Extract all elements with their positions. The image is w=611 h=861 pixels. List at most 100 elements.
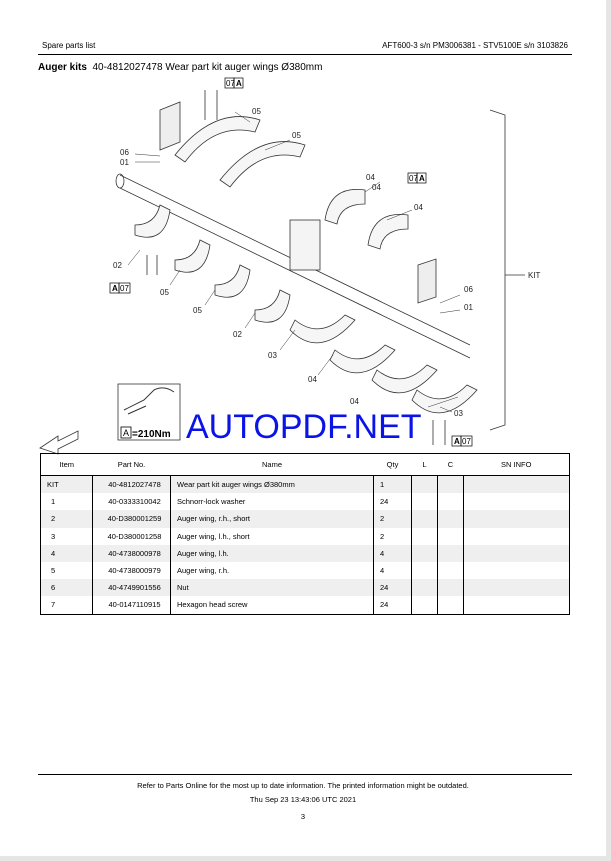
row-item: 3 [51, 531, 56, 541]
page-number: 3 [300, 812, 306, 821]
diagram-callouts: 05 05 06 01 04 04 04 02 05 05 02 03 04 0… [113, 107, 541, 418]
row-name: Hexagon head screw [170, 596, 374, 614]
row-name: Wear part kit auger wings Ø380mm [170, 475, 374, 494]
kit-bracket [489, 109, 506, 431]
row-qty: 1 [373, 475, 412, 494]
gearbox-housing [289, 219, 321, 271]
col-part-no: Part No. [92, 453, 171, 476]
table-header-row: Item Part No. Name Qty L C SN INFO [40, 453, 570, 476]
callout-02: 02 [233, 330, 242, 339]
wing-05-left-2 [214, 264, 251, 298]
row-sn-info [463, 475, 570, 494]
row-c [437, 475, 464, 494]
row-l [411, 544, 438, 562]
callout-04: 04 [414, 203, 423, 212]
kit-description: 40-4812027478 Wear part kit auger wings … [92, 62, 323, 73]
wing-02-left-2 [254, 289, 291, 323]
callout-01: 01 [120, 158, 129, 167]
row-l [411, 596, 438, 614]
row-l [411, 561, 438, 580]
wing-03 [289, 314, 356, 344]
wing-04-2 [371, 364, 438, 394]
row-qty: 2 [373, 510, 412, 528]
callout-04: 04 [372, 183, 381, 192]
row-part-no: 40-D380001259 [92, 510, 171, 528]
callout-01: 01 [464, 303, 473, 312]
row-sn-info [463, 544, 570, 562]
callout-06: 06 [120, 148, 129, 157]
row-name: Auger wing, l.h., short [170, 527, 374, 545]
row-item: 4 [40, 544, 93, 562]
row-c [437, 544, 464, 562]
wrench-icon [123, 387, 175, 415]
col-l: L [411, 453, 438, 476]
row-sn-info [463, 596, 570, 614]
ref-letter: A [454, 437, 460, 446]
row-name: Auger wing, r.h. [170, 561, 374, 580]
row-part-no: 40-0333310042 [92, 493, 171, 511]
ref-number: 07 [462, 437, 471, 446]
row-item: KIT [40, 475, 93, 494]
ref-letter: A [112, 284, 118, 293]
row-c [437, 596, 464, 614]
wing-02-left [134, 204, 171, 238]
header-machine-info: AFT600-3 s/n PM3006381 - STV5100E s/n 31… [382, 41, 568, 50]
row-item: 6 [40, 579, 93, 597]
footer-timestamp: Thu Sep 23 13:43:06 UTC 2021 [249, 795, 357, 804]
row-qty: 24 [373, 579, 412, 597]
row-part-no: 40-0147110915 [92, 596, 171, 614]
callout-05: 05 [193, 306, 202, 315]
callout-04: 04 [366, 173, 375, 182]
wing-04-top [324, 188, 366, 225]
row-name: Auger wing, r.h., short [170, 510, 374, 528]
row-part-no: 40-4738000979 [92, 561, 171, 580]
exploded-parts-diagram: 05 05 06 01 04 04 04 02 05 05 02 03 04 0… [39, 77, 541, 455]
callout-04: 04 [350, 397, 359, 406]
col-sn-info: SN INFO [463, 453, 570, 476]
row-part-no: 40-4738000978 [92, 544, 171, 562]
row-qty: 4 [373, 544, 412, 562]
wing-05-top-2 [219, 141, 306, 188]
wing-04 [329, 344, 396, 374]
callout-02: 02 [113, 261, 122, 270]
direction-arrow-icon [39, 430, 79, 455]
row-part-no: 40-4812027478 [92, 475, 171, 494]
row-l [411, 493, 438, 511]
row-l [411, 579, 438, 597]
row-part-no: 40-4749901556 [92, 579, 171, 597]
row-l [411, 527, 438, 545]
torque-box: A =210Nm [117, 383, 181, 441]
row-item: 5 [51, 566, 56, 576]
wing-03-2 [411, 384, 478, 414]
footer-divider [38, 774, 572, 775]
page-title: Auger kits 40-4812027478 Wear part kit a… [38, 62, 322, 73]
row-qty: 2 [373, 527, 412, 545]
bracket-left [159, 101, 181, 151]
callout-04: 04 [308, 375, 317, 384]
wing-05-top [174, 116, 261, 163]
row-name: Schnorr-lock washer [170, 493, 374, 511]
row-item: 1 [51, 497, 56, 507]
row-l [411, 475, 438, 494]
row-part-no: 40-D380001258 [92, 527, 171, 545]
callout-06: 06 [464, 285, 473, 294]
col-name: Name [170, 453, 374, 476]
callout-05: 05 [292, 131, 301, 140]
row-item: 2 [40, 510, 93, 528]
row-c [437, 493, 464, 511]
col-c: C [437, 453, 464, 476]
callout-05: 05 [252, 107, 261, 116]
row-qty: 24 [373, 596, 412, 614]
header-doc-type: Spare parts list [42, 41, 96, 50]
row-name: Nut [170, 579, 374, 597]
row-l [411, 510, 438, 528]
